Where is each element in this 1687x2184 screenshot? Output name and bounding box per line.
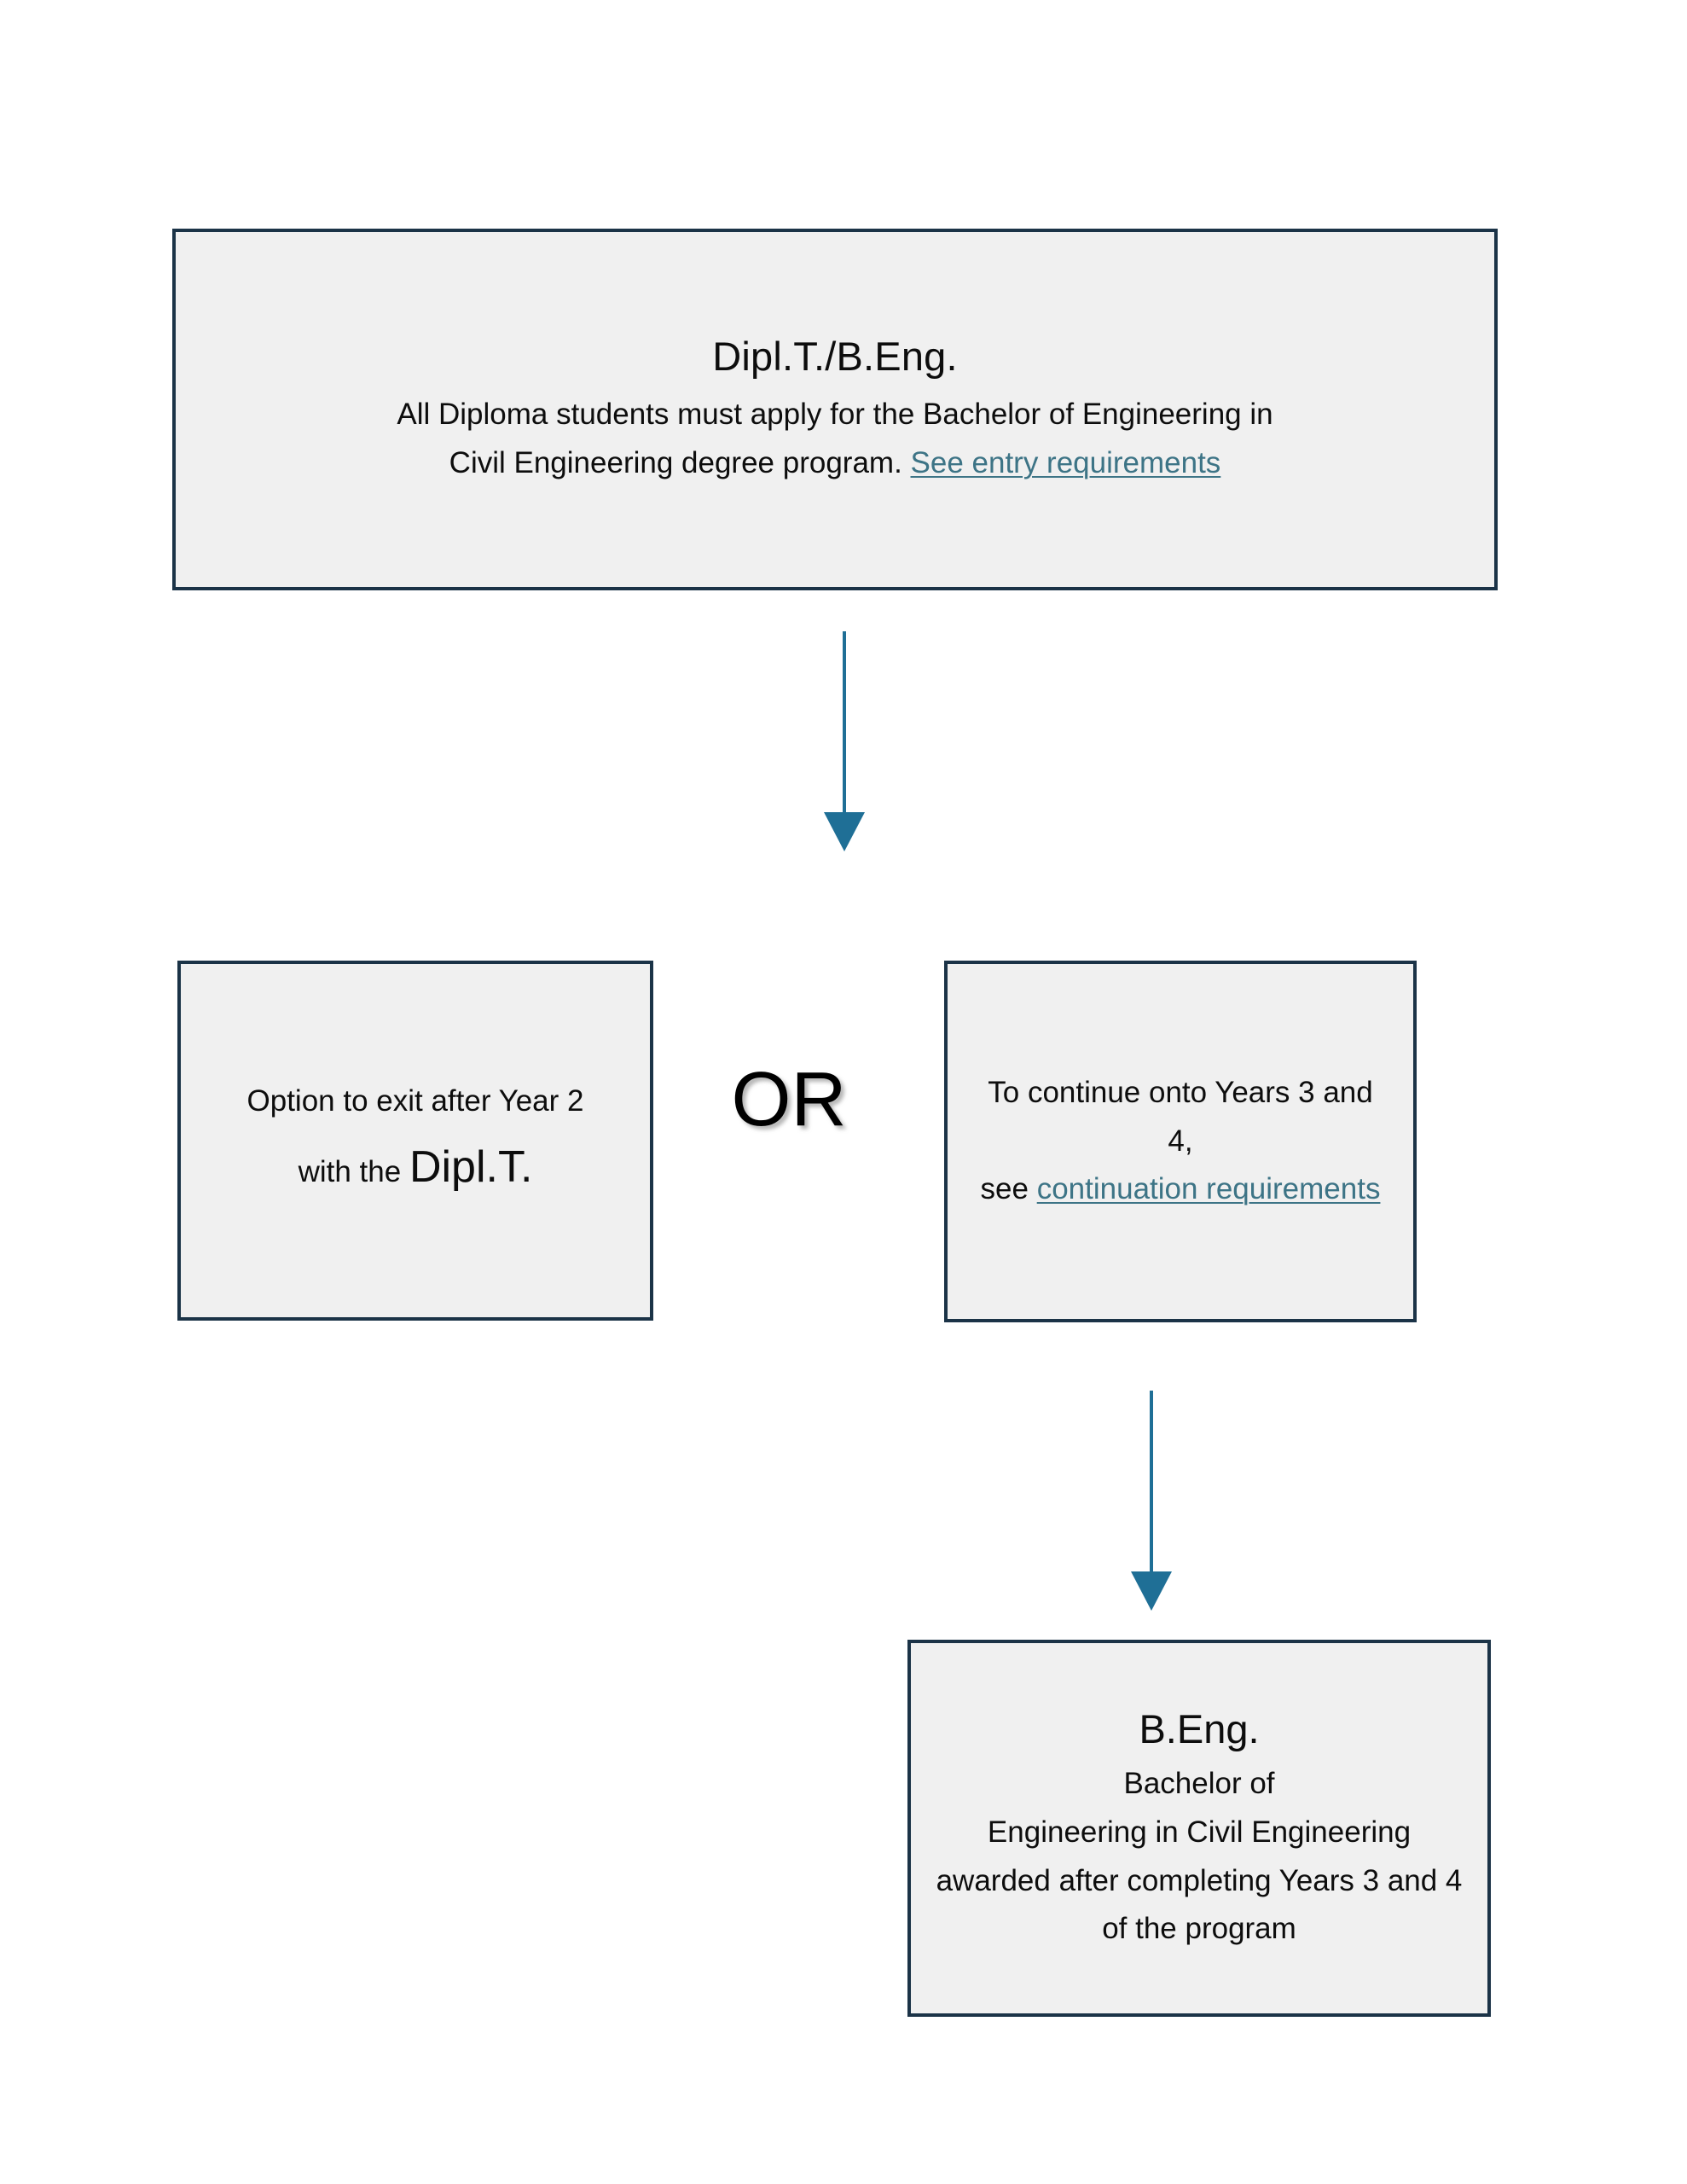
node-program-body-line2: Civil Engineering degree program. See en… [397, 439, 1272, 488]
node-continue-line2-prefix: see [980, 1172, 1037, 1206]
node-beng-body-line2: Engineering in Civil Engineering [987, 1815, 1412, 1849]
node-continue-line2: see continuation requirements [973, 1165, 1388, 1214]
continuation-requirements-link[interactable]: continuation requirements [1036, 1172, 1381, 1206]
node-program-title: Dipl.T./B.Eng. [712, 334, 958, 380]
node-continue-option: To continue onto Years 3 and 4, see cont… [944, 961, 1417, 1322]
arrow-program-to-options [824, 631, 865, 851]
node-beng-body-line4: of the program [1102, 1912, 1296, 1946]
node-continue-line1: To continue onto Years 3 and 4, [988, 1075, 1373, 1158]
node-exit-credential: Dipl.T. [409, 1142, 533, 1193]
node-exit-line2-prefix: with the [298, 1155, 409, 1189]
node-exit-line1: Option to exit after Year 2 [246, 1084, 584, 1118]
or-connector-label: OR [731, 1057, 847, 1142]
node-program-body-line1: All Diploma students must apply for the … [397, 398, 1273, 432]
node-program-body: All Diploma students must apply for the … [397, 391, 1272, 487]
node-beng-title: B.Eng. [1139, 1706, 1260, 1752]
node-beng-award: B.Eng. Bachelor of Engineering in Civil … [907, 1640, 1491, 2017]
node-continue-body: To continue onto Years 3 and 4, see cont… [973, 1069, 1388, 1214]
node-program-body-line2-prefix: Civil Engineering degree program. [449, 446, 911, 480]
node-exit-option: Option to exit after Year 2 with the Dip… [177, 961, 653, 1321]
node-exit-line2: with the Dipl.T. [299, 1132, 533, 1203]
node-beng-body-line3: awarded after completing Years 3 and 4 [936, 1863, 1463, 1897]
arrow-continue-to-beng [1131, 1391, 1172, 1611]
entry-requirements-link[interactable]: See entry requirements [910, 446, 1221, 480]
node-program-dipl-beng: Dipl.T./B.Eng. All Diploma students must… [172, 229, 1498, 590]
node-beng-body-line1: Bachelor of [1123, 1767, 1275, 1801]
node-beng-body: Bachelor of Engineering in Civil Enginee… [936, 1760, 1463, 1954]
